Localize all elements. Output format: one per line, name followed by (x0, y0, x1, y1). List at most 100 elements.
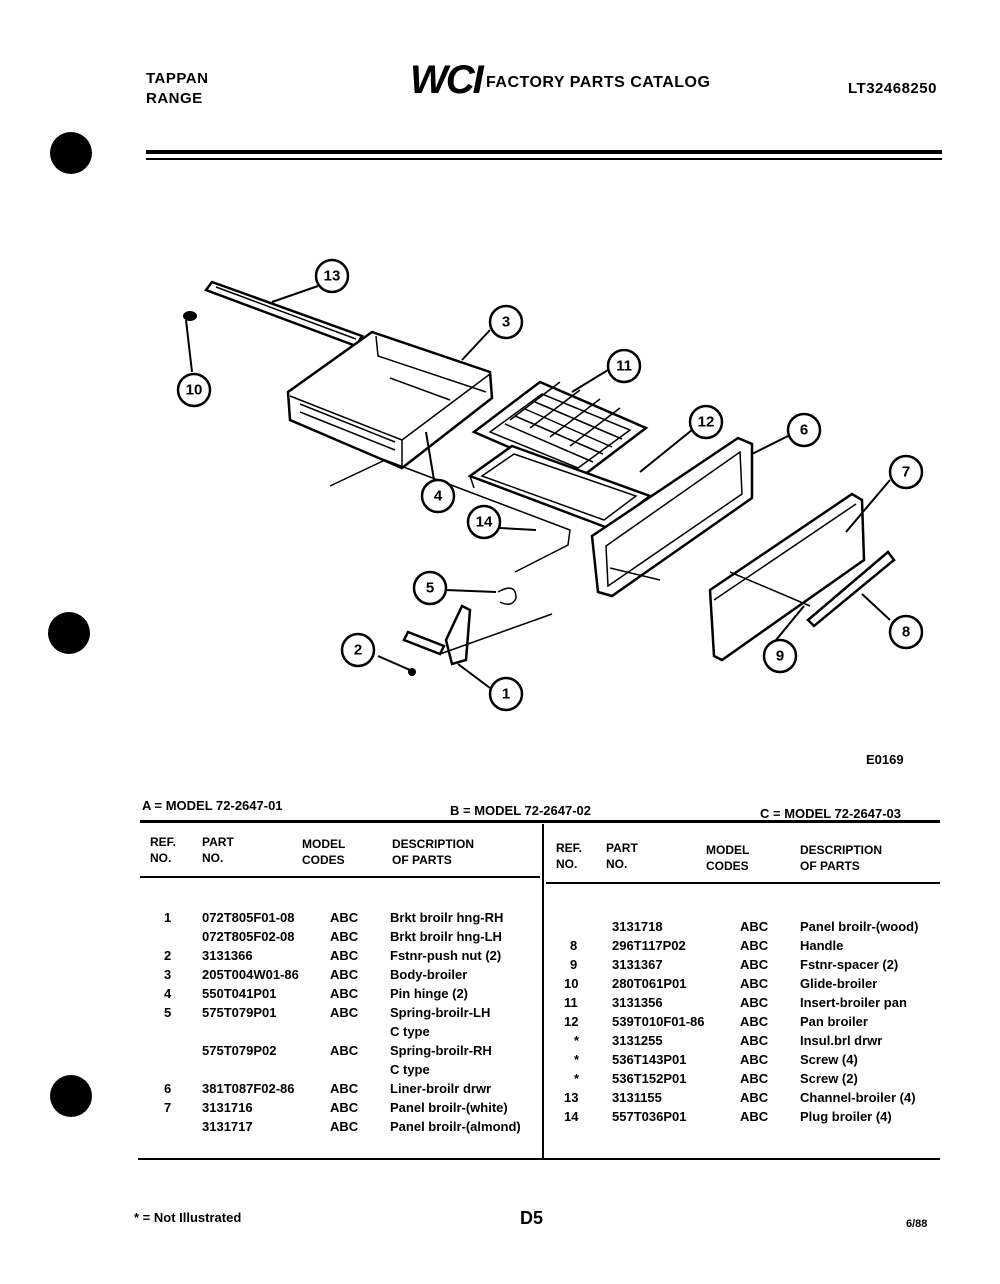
ref-cell: 7 (164, 1100, 172, 1115)
table-bottom-rule (138, 1158, 940, 1160)
right-header-part: PART NO. (606, 841, 638, 871)
part-panel-broiler (708, 492, 866, 662)
desc-cell: Panel broilr-(almond) (390, 1119, 521, 1134)
header-underline-left (140, 876, 540, 878)
codes-cell: ABC (330, 986, 359, 1001)
codes-cell: ABC (330, 1100, 359, 1115)
header-underline-right (546, 882, 940, 884)
right-header-codes: MODEL CODES (706, 843, 750, 873)
ref-cell: 6 (164, 1081, 172, 1096)
callout-12: 12 (688, 404, 724, 440)
ref-cell: 5 (164, 1005, 172, 1020)
part-cell: 072T805F01-08 (202, 910, 295, 925)
desc-cell: C type (390, 1024, 430, 1039)
codes-cell: ABC (740, 957, 769, 972)
codes-cell: ABC (740, 976, 769, 991)
codes-cell: ABC (330, 929, 359, 944)
right-header-ref: REF. NO. (556, 841, 583, 871)
part-spring-broiler (497, 587, 517, 605)
ref-cell: 14 (564, 1109, 579, 1124)
ref-cell: * (574, 1052, 580, 1067)
model-b: B = MODEL 72-2647-02 (450, 803, 592, 818)
ref-cell: 2 (164, 948, 172, 963)
part-cell: 575T079P02 (202, 1043, 277, 1058)
brand-line-2: RANGE (146, 90, 203, 107)
codes-cell: ABC (740, 1090, 769, 1105)
desc-cell: Plug broiler (4) (800, 1109, 892, 1124)
desc-cell: Screw (2) (800, 1071, 858, 1086)
part-cell: 557T036P01 (612, 1109, 687, 1124)
svg-text:5: 5 (426, 580, 434, 597)
revision-date: 6/88 (906, 1218, 928, 1230)
desc-cell: Spring-broilr-LH (390, 1005, 491, 1020)
not-illustrated-note: * = Not Illustrated (134, 1210, 242, 1225)
part-cell: 3131718 (612, 919, 663, 934)
svg-text:9: 9 (776, 648, 784, 665)
part-push-nut (377, 655, 416, 676)
desc-cell: Panel broilr-(white) (390, 1100, 508, 1115)
ref-cell: 4 (164, 986, 172, 1001)
callout-11: 11 (606, 348, 642, 384)
desc-cell: Insul.brl drwr (800, 1033, 883, 1048)
codes-cell: ABC (330, 1043, 359, 1058)
callout-9: 9 (762, 638, 798, 674)
part-cell: 072T805F02-08 (202, 929, 295, 944)
part-cell: 3131155 (612, 1090, 662, 1105)
svg-text:12: 12 (698, 414, 715, 431)
svg-text:14: 14 (476, 514, 493, 531)
part-body-broiler (286, 330, 494, 470)
desc-cell: Brkt broilr hng-RH (390, 910, 504, 925)
header-rule-thin (146, 158, 942, 160)
callout-10: 10 (176, 372, 212, 408)
binder-hole-bottom (50, 1075, 92, 1117)
part-cell: 3131717 (202, 1119, 253, 1134)
callout-5: 5 (412, 570, 448, 606)
codes-cell: ABC (330, 967, 359, 982)
desc-cell: Body-broiler (390, 967, 468, 982)
model-c: C = MODEL 72-2647-03 (760, 806, 902, 821)
codes-cell: ABC (330, 948, 359, 963)
svg-text:10: 10 (186, 382, 203, 399)
codes-cell: ABC (740, 995, 769, 1010)
part-cell: 296T117P02 (612, 938, 686, 953)
header-rule-thick (146, 150, 942, 154)
callout-8: 8 (888, 614, 924, 650)
part-cell: 205T004W01-86 (202, 967, 299, 982)
part-cell: 3131367 (612, 957, 663, 972)
svg-text:13: 13 (324, 268, 341, 285)
desc-cell: C type (390, 1062, 430, 1077)
codes-cell: ABC (740, 1033, 769, 1048)
desc-cell: Fstnr-spacer (2) (800, 957, 899, 972)
callout-4: 4 (420, 478, 456, 514)
part-bracket-hinge (402, 604, 472, 666)
part-cell: 3131366 (202, 948, 253, 963)
left-header-desc: DESCRIPTION OF PARTS (392, 837, 475, 867)
desc-cell: Pan broiler (800, 1014, 868, 1029)
svg-text:7: 7 (902, 464, 910, 481)
ref-cell: * (574, 1071, 580, 1086)
part-cell: 539T010F01-86 (612, 1014, 705, 1029)
left-header-codes: MODEL CODES (302, 837, 346, 867)
ref-cell: 12 (564, 1014, 579, 1029)
codes-cell: ABC (330, 1119, 359, 1134)
part-glide-broiler (183, 311, 197, 321)
callout-3: 3 (488, 304, 524, 340)
codes-cell: ABC (740, 1109, 769, 1124)
codes-cell: ABC (740, 938, 769, 953)
ref-cell: 11 (564, 995, 578, 1010)
catalog-title: FACTORY PARTS CATALOG (486, 74, 711, 91)
desc-cell: Liner-broilr drwr (390, 1081, 492, 1096)
catalog-number: LT32468250 (848, 80, 937, 97)
svg-text:3: 3 (502, 314, 510, 331)
part-cell: 3131356 (612, 995, 663, 1010)
codes-cell: ABC (330, 1081, 359, 1096)
svg-text:1: 1 (502, 686, 510, 703)
svg-text:6: 6 (800, 422, 808, 439)
desc-cell: Brkt broilr hng-LH (390, 929, 502, 944)
ref-cell: 9 (570, 957, 578, 972)
part-cell: 550T041P01 (202, 986, 277, 1001)
table-top-rule (140, 820, 940, 823)
model-a: A = MODEL 72-2647-01 (142, 798, 283, 813)
exploded-parts-diagram: 13 3 10 11 12 6 4 14 7 5 2 1 9 8 (176, 258, 924, 712)
svg-text:2: 2 (354, 642, 362, 659)
